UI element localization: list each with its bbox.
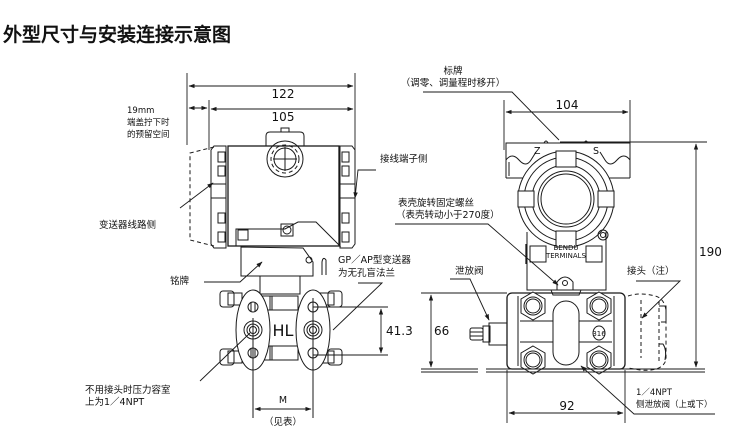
dimension-122: 122	[186, 73, 356, 152]
left-side-view: 122 105 19mm 端盖拧下时 的预留空间	[85, 73, 428, 428]
drain-valve	[469, 322, 508, 346]
callout-terminal-side: 接线端子侧	[353, 153, 428, 199]
material-marking: 316	[592, 330, 606, 338]
dimension-105: 105	[188, 100, 354, 150]
label-tag-plate-line1: 标牌	[443, 65, 463, 77]
clearance-label-line3: 的预留空间	[127, 129, 170, 140]
dim-flange-width: 92	[559, 399, 574, 413]
housing-cover	[517, 150, 615, 248]
hl-marking: HL	[273, 321, 294, 340]
nameplate-block	[240, 246, 327, 277]
callout-housing-screw: 表壳旋转固定螺丝 （表壳转动小于270度）	[395, 197, 559, 286]
callout-connector-note: 接头（注）	[627, 265, 682, 319]
label-terminal-side: 接线端子侧	[380, 153, 428, 165]
process-flange-block: 316	[506, 291, 626, 375]
label-gp-ap-line2: 为无孔盲法兰	[338, 267, 395, 279]
clearance-label-line1: 19mm	[127, 106, 154, 116]
label-wiring-side: 变送器线路侧	[99, 219, 156, 231]
callout-no-connector: 不用接头时压力容室 上为1／4NPT	[85, 332, 251, 408]
right-front-view: 标牌 （调零、调量程时移开） 104 190 Z S	[395, 65, 722, 423]
label-housing-screw-line2: （表壳转动小于270度）	[396, 209, 500, 221]
label-tag-plate-line2: （调零、调量程时移开）	[401, 77, 506, 89]
label-side-drain-line2: 侧泄放阀（上或下）	[636, 399, 713, 410]
label-connector-note: 接头（注）	[627, 265, 675, 277]
hex-bolt	[586, 291, 612, 321]
callout-nameplate: 铭牌	[170, 261, 263, 287]
cover-clearance-outline	[189, 146, 215, 247]
connector-dashed-outline	[627, 293, 667, 371]
callout-drain-valve: 泄放阀	[450, 265, 490, 321]
label-no-connector-line2: 上为1／4NPT	[85, 396, 144, 408]
dim-center-distance: M	[279, 395, 287, 406]
hex-bolt	[520, 291, 546, 321]
callout-side-drain: 1／4NPT 侧泄放阀（上或下）	[580, 365, 715, 415]
dim-width-top: 104	[556, 98, 579, 112]
dimension-104: 104	[503, 98, 631, 150]
label-housing-screw-line1: 表壳旋转固定螺丝	[398, 197, 474, 209]
clearance-label-line2: 端盖拧下时	[127, 117, 170, 128]
dimension-92: 92	[506, 370, 626, 423]
label-no-connector-line1: 不用接头时压力容室	[85, 384, 171, 396]
label-side-drain-line1: 1／4NPT	[636, 388, 673, 398]
page-title: 外型尺寸与安装连接示意图	[3, 23, 231, 46]
hex-bolt	[520, 345, 546, 375]
label-drain-valve: 泄放阀	[455, 265, 484, 277]
terminals-marking: TERMINALS	[545, 252, 587, 260]
callout-tag-plate: 标牌 （调零、调量程时移开）	[401, 65, 560, 141]
dim-body-width: 105	[272, 110, 295, 124]
right-end-cap	[339, 145, 356, 249]
dimension-41-3: 41.3	[378, 308, 413, 354]
label-gp-ap-line1: GP／AP型变送器	[338, 254, 411, 266]
housing-top: Z S	[505, 140, 631, 179]
housing-neck	[235, 221, 342, 247]
dimension-m: M （见表）	[254, 395, 312, 428]
dim-center-distance-note: （见表）	[264, 416, 302, 428]
label-nameplate: 铭牌	[170, 275, 190, 287]
callout-wiring-side: 变送器线路侧	[99, 182, 214, 231]
dim-flange-height: 66	[434, 324, 449, 338]
dim-overall-width: 122	[272, 87, 295, 101]
left-end-cap	[210, 145, 227, 249]
flange-assembly: HL	[219, 275, 388, 418]
hex-bolt	[586, 345, 612, 375]
dim-overall-height: 190	[699, 245, 722, 259]
dimension-66: 66	[421, 292, 705, 373]
dim-process-spacing: 41.3	[386, 324, 413, 338]
callout-gp-ap: GP／AP型变送器 为无孔盲法兰	[332, 254, 411, 331]
span-adjust-mark: S	[593, 146, 599, 157]
bendu-marking: BENDU	[554, 244, 579, 252]
zero-adjust-mark: Z	[534, 146, 541, 157]
conduit-connection	[265, 127, 305, 178]
